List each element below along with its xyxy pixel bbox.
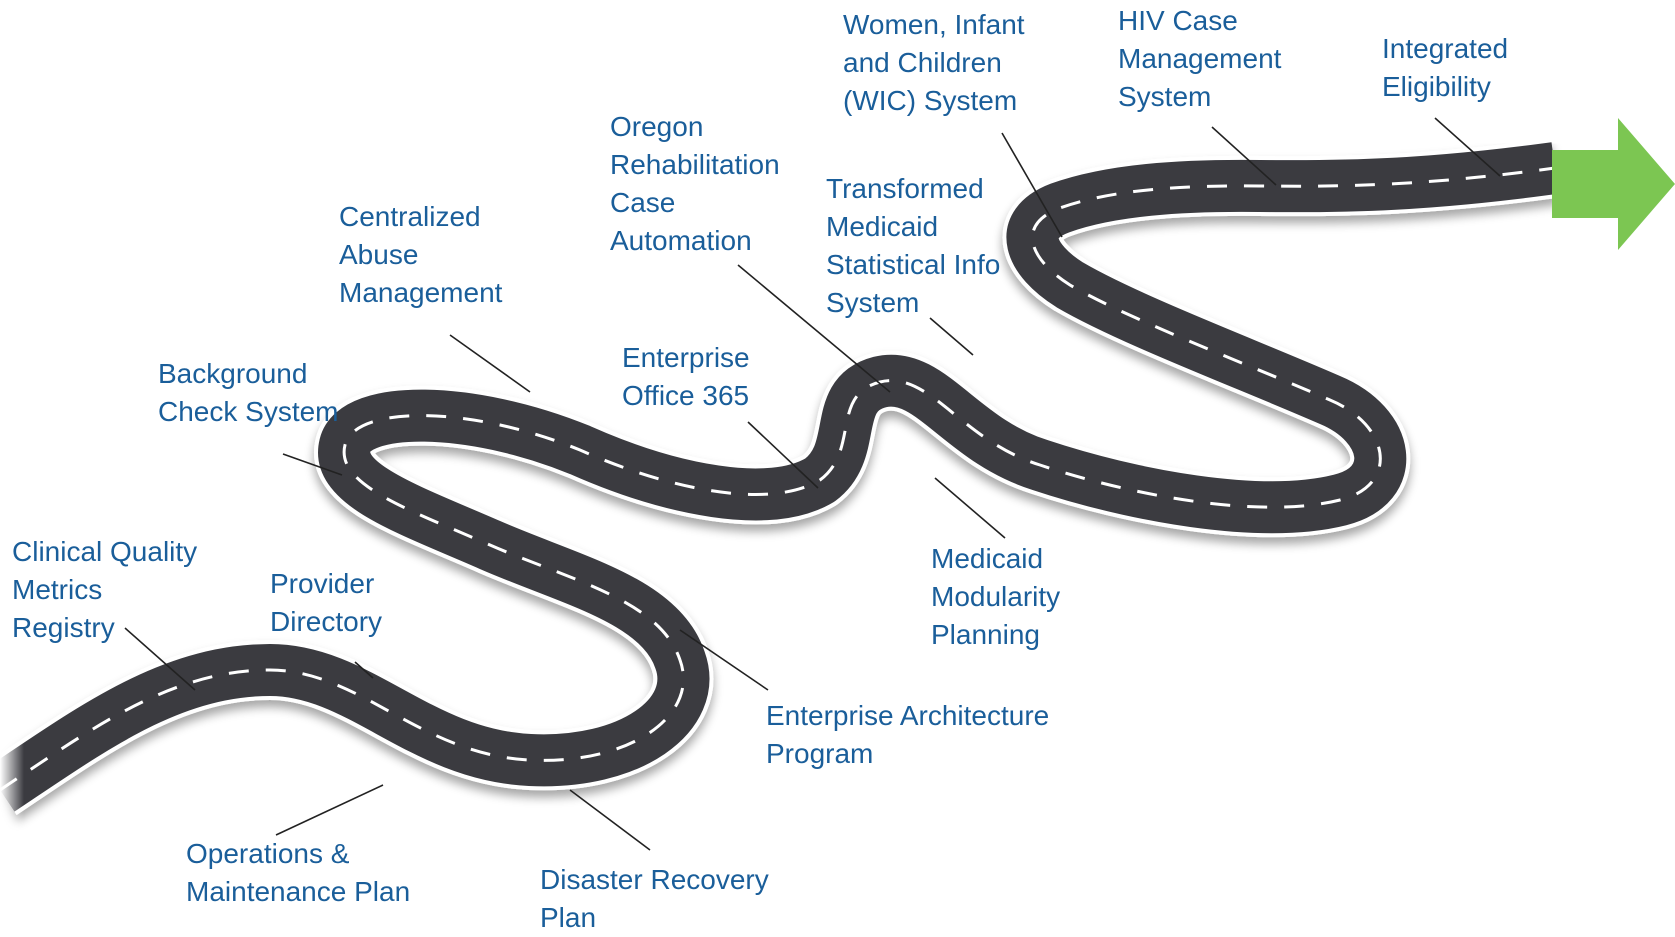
milestone-enterprise-office-365: Enterprise Office 365 <box>622 342 750 411</box>
right-arrow-icon <box>1552 118 1675 250</box>
leader-line-disaster-recovery-plan <box>569 789 651 851</box>
road-left-fade <box>0 690 24 870</box>
milestone-background-check-system: Background Check System <box>158 358 339 427</box>
milestone-enterprise-architecture-program: Enterprise Architecture Program <box>766 700 1050 769</box>
milestone-hiv-case-management-system: HIV Case Management System <box>1118 5 1282 112</box>
leader-line-integrated-eligibility <box>1434 117 1501 177</box>
milestone-wic-system: Women, Infant and Children (WIC) System <box>843 9 1025 116</box>
leader-line-hiv-case-management-system <box>1211 126 1277 186</box>
leader-line-transformed-medicaid-statistical-info-system <box>929 317 974 356</box>
leader-line-centralized-abuse-management <box>449 334 531 393</box>
milestone-transformed-medicaid-statistical-info-system: Transformed Medicaid Statistical Info Sy… <box>826 173 1001 318</box>
leader-line-enterprise-office-365 <box>747 421 819 489</box>
milestone-clinical-quality-metrics-registry: Clinical Quality Metrics Registry <box>12 536 198 643</box>
leader-line-operations-maintenance-plan <box>275 784 384 836</box>
milestone-disaster-recovery-plan: Disaster Recovery Plan <box>540 864 769 933</box>
leader-line-wic-system <box>1001 132 1063 238</box>
leader-line-oregon-rehabilitation-case-automation <box>737 264 891 393</box>
leader-line-clinical-quality-metrics-registry <box>124 627 196 691</box>
leader-lines <box>124 117 1501 851</box>
leader-line-provider-directory <box>354 661 374 679</box>
milestone-operations-maintenance-plan: Operations & Maintenance Plan <box>186 838 411 907</box>
milestone-centralized-abuse-management: Centralized Abuse Management <box>339 201 503 308</box>
leader-line-background-check-system <box>282 453 343 476</box>
milestone-oregon-rehabilitation-case-automation: Oregon Rehabilitation Case Automation <box>610 111 780 256</box>
winding-road <box>0 138 1560 815</box>
lane-marking <box>0 166 1556 792</box>
leader-line-enterprise-architecture-program <box>679 629 769 691</box>
milestone-integrated-eligibility: Integrated Eligibility <box>1382 33 1509 102</box>
milestone-provider-directory: Provider Directory <box>270 568 383 637</box>
leader-line-medicaid-modularity-planning <box>934 477 1006 539</box>
milestone-medicaid-modularity-planning: Medicaid Modularity Planning <box>931 543 1061 650</box>
